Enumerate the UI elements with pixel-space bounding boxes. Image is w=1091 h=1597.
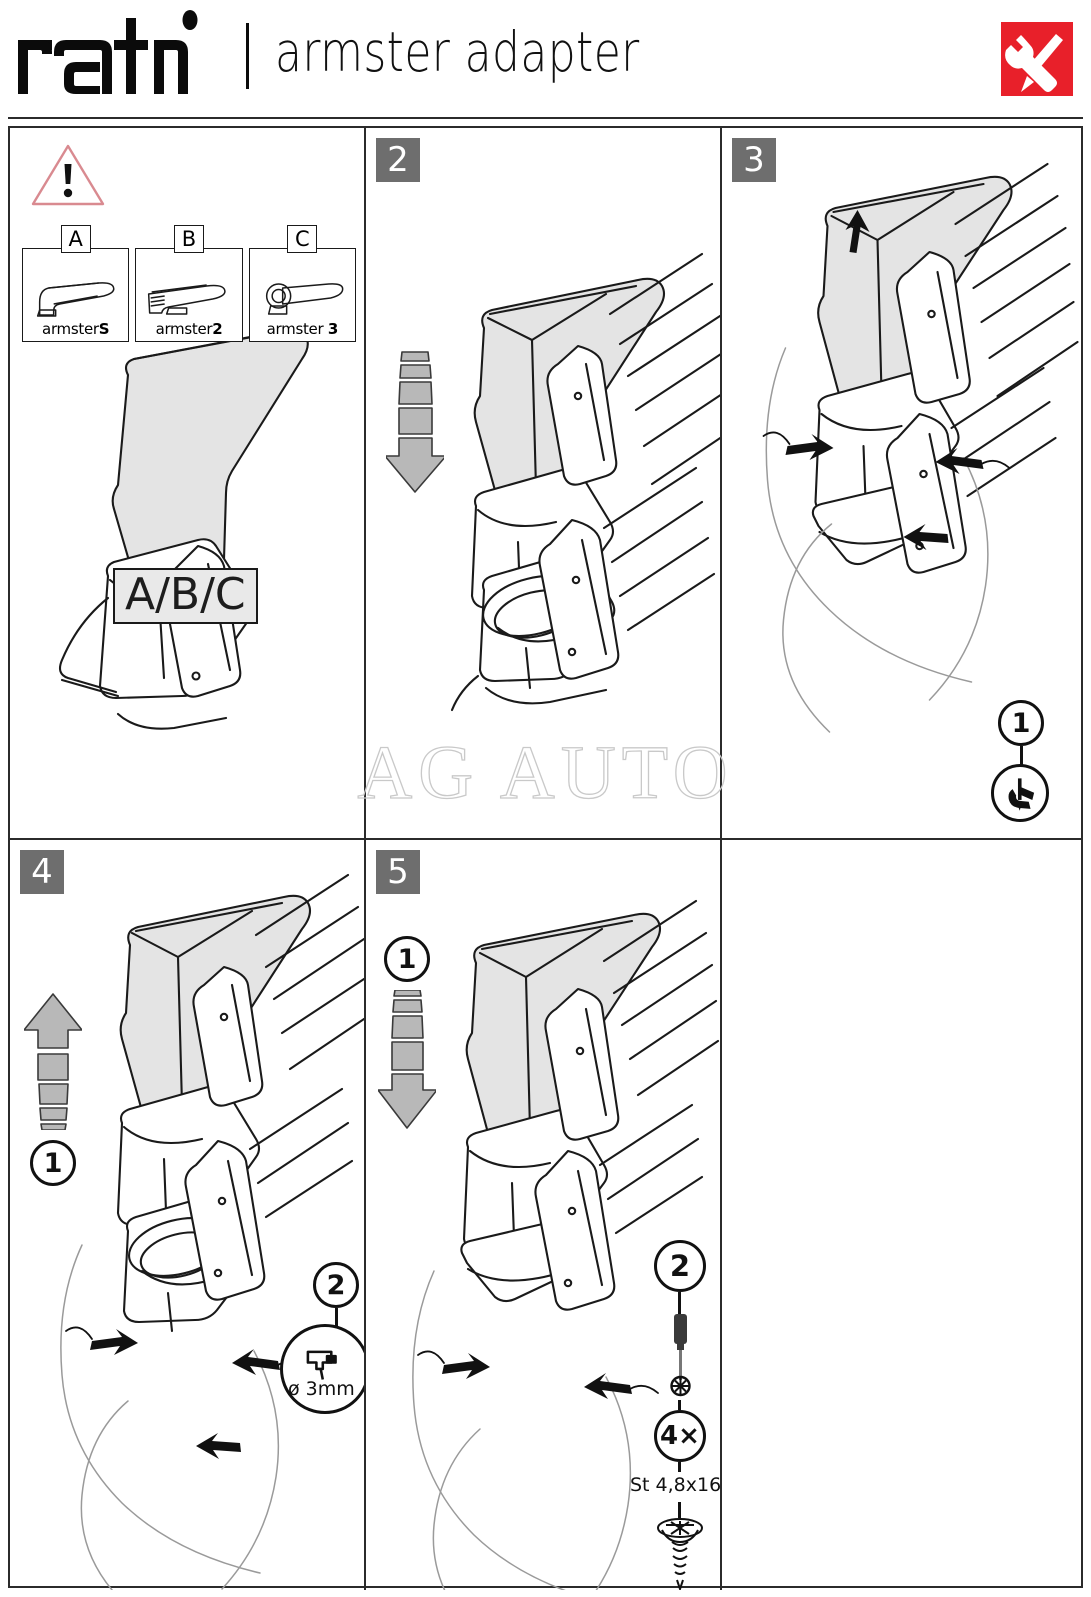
callout-number-2: 2 bbox=[654, 1240, 706, 1292]
segmented-arrow-down-icon bbox=[378, 990, 436, 1130]
drill-icon bbox=[280, 1324, 364, 1414]
panel-step-5: 5 1 bbox=[366, 840, 722, 1590]
page-title: armster adapter bbox=[275, 19, 640, 84]
callout-connector bbox=[678, 1400, 681, 1410]
wrench-screwdriver-icon bbox=[1001, 22, 1073, 96]
callout-connector bbox=[678, 1462, 681, 1472]
variant-selector: A armsterS bbox=[22, 225, 356, 342]
armster-2-icon bbox=[136, 272, 241, 320]
armrest-install-drawing-3 bbox=[722, 128, 1083, 838]
variant-overlay-label: A/B/C bbox=[113, 568, 258, 625]
variant-a-letter: A bbox=[60, 225, 91, 253]
callout-number-1: 1 bbox=[998, 700, 1044, 746]
panel-empty bbox=[722, 840, 1083, 1590]
step-badge-3: 3 bbox=[732, 138, 776, 182]
variant-a[interactable]: A armsterS bbox=[22, 225, 130, 342]
fastener-spec-label: St 4,8x16 bbox=[630, 1474, 722, 1496]
variant-b[interactable]: B armster2 bbox=[135, 225, 243, 342]
panel-step-2: 2 bbox=[366, 128, 722, 840]
arrow-marker-1: 1 bbox=[384, 936, 430, 982]
variant-c[interactable]: C armster 3 bbox=[248, 225, 356, 342]
panel-step-3: 3 bbox=[722, 128, 1083, 840]
brand-logo: armster adapter bbox=[14, 8, 731, 104]
armster-3-icon bbox=[250, 272, 355, 320]
callout-connector bbox=[678, 1502, 681, 1518]
callout-connector bbox=[335, 1308, 338, 1326]
page-header: armster adapter bbox=[0, 0, 1091, 119]
callout-number-2: 2 bbox=[313, 1262, 359, 1308]
screw-icon bbox=[654, 1516, 706, 1590]
drill-spec-label: ø 3mm bbox=[288, 1378, 355, 1400]
variant-c-letter: C bbox=[287, 225, 318, 253]
header-divider bbox=[8, 117, 1083, 119]
armster-s-icon bbox=[23, 272, 128, 320]
variant-c-label: armster 3 bbox=[266, 320, 339, 338]
callout-connector bbox=[1020, 746, 1023, 766]
step-badge-2: 2 bbox=[376, 138, 420, 182]
step-grid: A armsterS bbox=[8, 126, 1083, 1590]
variant-b-letter: B bbox=[173, 225, 204, 253]
quantity-badge: 4× bbox=[654, 1410, 706, 1462]
armrest-install-drawing-2 bbox=[366, 128, 720, 838]
logo-divider bbox=[246, 23, 249, 89]
variant-a-label: armsterS bbox=[42, 320, 110, 338]
arrow-marker-1: 1 bbox=[30, 1140, 76, 1186]
panel-overview: A armsterS bbox=[10, 128, 366, 840]
hand-pull-icon bbox=[991, 764, 1049, 822]
segmented-arrow-down-icon bbox=[386, 350, 444, 496]
armrest-install-drawing-5 bbox=[366, 840, 720, 1590]
callout-connector bbox=[678, 1292, 681, 1314]
panel-step-4: 4 1 bbox=[10, 840, 366, 1590]
variant-b-label: armster2 bbox=[155, 320, 223, 338]
segmented-arrow-up-icon bbox=[24, 990, 82, 1130]
rati-logo-icon bbox=[18, 10, 198, 94]
screwdriver-icon bbox=[658, 1312, 704, 1398]
warning-triangle-icon bbox=[30, 142, 106, 208]
armrest-install-drawing-4 bbox=[10, 840, 364, 1590]
step-badge-4: 4 bbox=[20, 850, 64, 894]
step-badge-5: 5 bbox=[376, 850, 420, 894]
